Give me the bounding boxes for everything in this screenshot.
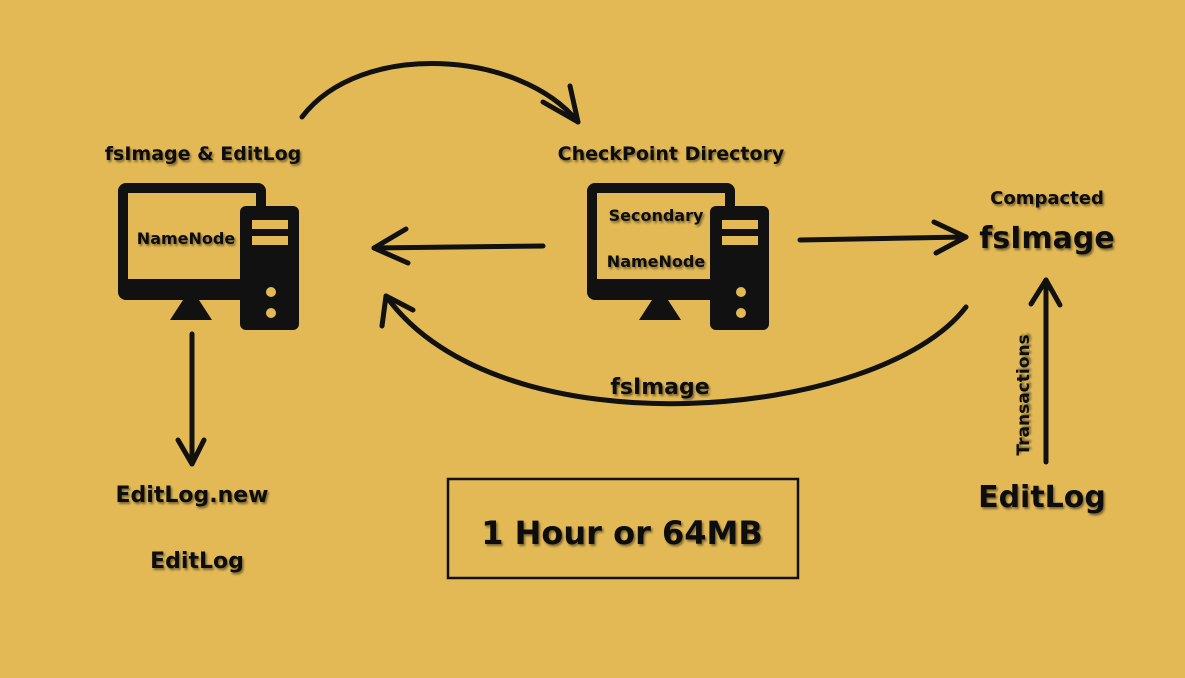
secondary-label-line1: Secondary bbox=[609, 206, 704, 225]
bottom-curved-arrow bbox=[379, 293, 969, 407]
namenode-computer-icon bbox=[118, 183, 299, 330]
transactions-label: Transactions bbox=[1014, 334, 1034, 455]
compacted-fsimage-label: fsImage bbox=[979, 221, 1114, 256]
checkpoint-trigger-box bbox=[446, 477, 800, 580]
secondary-namenode-computer-icon bbox=[587, 183, 769, 330]
down-arrow bbox=[175, 331, 207, 467]
editlog-left-label: EditLog bbox=[150, 549, 244, 574]
editlog-right-label: EditLog bbox=[978, 480, 1106, 515]
right-arrow bbox=[797, 219, 969, 256]
secondary-label-line2: NameNode bbox=[607, 252, 706, 271]
editlog-new-label: EditLog.new bbox=[116, 483, 269, 508]
left-arrow bbox=[371, 226, 546, 266]
fsimage-editlog-label: fsImage & EditLog bbox=[105, 143, 302, 165]
top-curved-arrow bbox=[299, 60, 581, 125]
compacted-label: Compacted bbox=[990, 188, 1104, 209]
namenode-label: NameNode bbox=[137, 229, 236, 248]
checkpoint-directory-label: CheckPoint Directory bbox=[558, 143, 785, 165]
checkpoint-trigger-label: 1 Hour or 64MB bbox=[481, 514, 763, 552]
up-arrow bbox=[1028, 277, 1063, 465]
fsimage-return-label: fsImage bbox=[610, 375, 709, 400]
